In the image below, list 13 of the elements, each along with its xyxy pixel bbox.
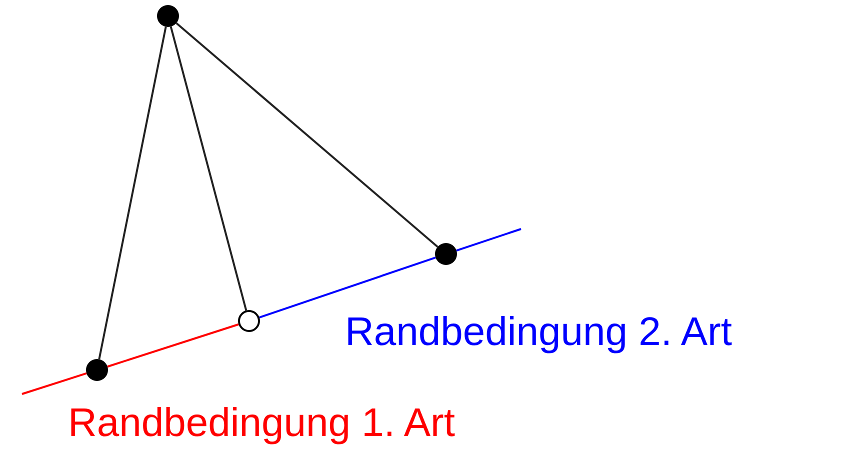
filled-point	[86, 359, 108, 381]
line-segment	[98, 26, 167, 360]
filled-point	[435, 243, 457, 265]
line-segment	[176, 22, 438, 248]
boundary-condition-label: Randbedingung 2. Art	[345, 312, 732, 352]
line-segment	[170, 26, 248, 311]
line-segment	[456, 228, 522, 252]
line-segment	[22, 372, 87, 395]
filled-point	[157, 5, 179, 27]
line-segment	[107, 323, 239, 368]
line-segment	[259, 256, 436, 318]
boundary-condition-label: Randbedingung 1. Art	[68, 403, 455, 443]
open-point	[238, 310, 260, 332]
